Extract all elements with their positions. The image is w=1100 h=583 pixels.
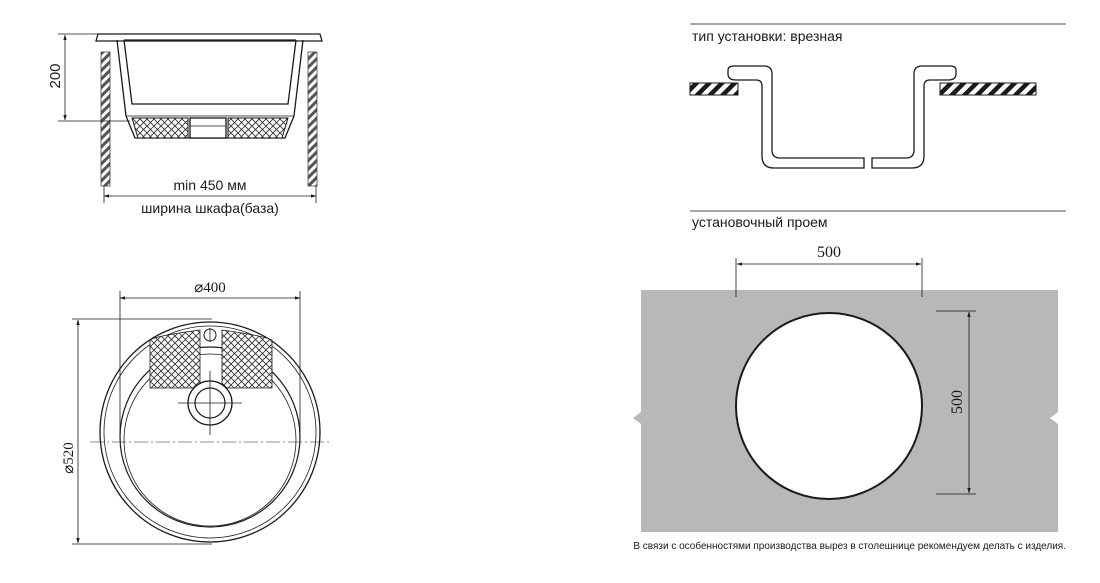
sink-reinforcement-right [227, 117, 289, 139]
sink-profile-left [727, 65, 865, 169]
opening-section: установочный проем 500 500 В связи с осо… [633, 210, 1066, 552]
cabinet-width-value: min 450 мм [174, 177, 247, 193]
sink-profile-right [871, 65, 957, 169]
countertop-left [689, 82, 739, 96]
opening-width-label: 500 [817, 244, 841, 261]
inner-diameter-value: 400 [203, 280, 226, 296]
bowl-inner-edge [123, 353, 297, 527]
outer-rim [99, 321, 321, 543]
opening-width-dimension [735, 258, 923, 297]
rim-inner-line [103, 325, 317, 539]
outer-diameter-label: ⌀520 [61, 442, 77, 474]
rib-pattern-right [221, 329, 273, 389]
outer-diameter-value: 520 [61, 442, 77, 465]
cabinet-wall-right [307, 51, 318, 187]
height-dimension [58, 33, 130, 122]
top-view: ⌀400 ⌀520 [61, 280, 330, 545]
installation-type-label: тип установки: врезная [692, 28, 843, 44]
outer-diameter-symbol: ⌀ [61, 465, 77, 474]
outer-diameter-dimension [72, 318, 212, 545]
countertop-right [939, 82, 1037, 96]
opening-height-dimension [936, 310, 976, 495]
cabinet-wall-left [100, 51, 111, 187]
cutout-circle [735, 312, 923, 500]
inner-diameter-symbol: ⌀ [194, 280, 203, 296]
rib-pattern-left [149, 329, 201, 389]
footnote: В связи с особенностями производства выр… [633, 540, 1066, 552]
cabinet-width-label: ширина шкафа(база) [141, 200, 279, 216]
inner-diameter-dimension [119, 291, 301, 440]
drain-top [178, 371, 242, 435]
sink-section [95, 33, 323, 139]
side-section-view: 200 min 450 мм ширина шкафа(база) [47, 33, 323, 216]
sink-reinforcement-left [131, 117, 189, 139]
installation-type-section: тип установки: врезная [689, 23, 1066, 169]
drain-body [189, 117, 227, 139]
height-dimension-label: 200 [47, 63, 64, 88]
opening-height-label: 500 [949, 390, 966, 414]
inner-diameter-label: ⌀400 [194, 280, 226, 296]
opening-label: установочный проем [692, 214, 828, 230]
